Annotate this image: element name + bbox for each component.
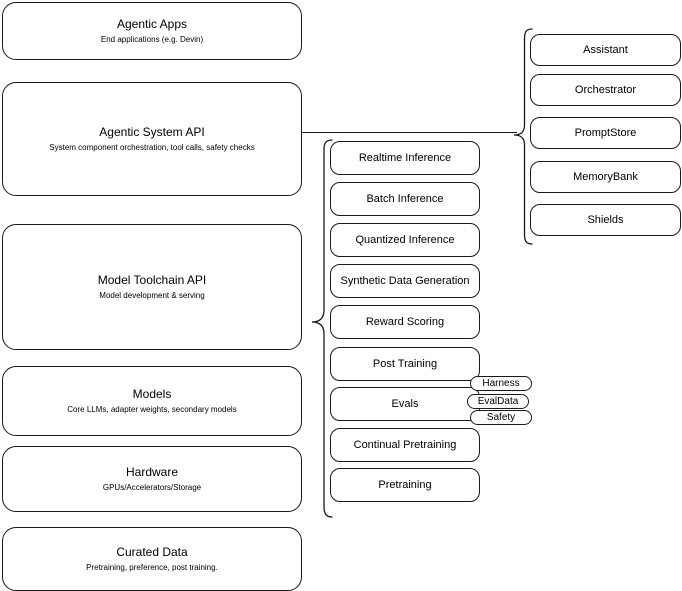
toolchain-item-label: Realtime Inference [358,152,452,164]
toolchain-item-synthetic-data-generation[interactable]: Synthetic Data Generation [330,264,480,298]
system-item-label: Shields [587,214,624,226]
brace-system-group [512,27,534,247]
system-item-label: Orchestrator [574,84,637,96]
stack-box-title: Curated Data [116,545,188,559]
toolchain-item-pretraining[interactable]: Pretraining [330,468,480,502]
stack-box-title: Model Toolchain API [97,273,207,287]
stack-box-agentic-system-api[interactable]: Agentic System API System component orch… [2,82,302,196]
system-item-label: PromptStore [574,127,637,139]
stack-box-model-toolchain-api[interactable]: Model Toolchain API Model development & … [2,224,302,350]
system-item-shields[interactable]: Shields [530,204,681,236]
toolchain-item-evals[interactable]: Evals [330,387,480,421]
stack-box-hardware[interactable]: Hardware GPUs/Accelerators/Storage [2,446,302,512]
stack-box-agentic-apps[interactable]: Agentic Apps End applications (e.g. Devi… [2,2,302,60]
eval-badge-safety[interactable]: Safety [470,410,532,425]
stack-box-title: Agentic System API [99,125,205,139]
toolchain-item-batch-inference[interactable]: Batch Inference [330,182,480,216]
eval-badge-label: EvalData [477,395,519,407]
stack-box-title: Hardware [125,465,179,479]
stack-box-subtitle: End applications (e.g. Devin) [100,35,204,44]
system-item-orchestrator[interactable]: Orchestrator [530,74,681,106]
eval-badge-label: Safety [486,411,516,423]
system-item-label: Assistant [583,44,628,56]
system-item-promptstore[interactable]: PromptStore [530,117,681,149]
toolchain-item-realtime-inference[interactable]: Realtime Inference [330,141,480,175]
system-item-assistant[interactable]: Assistant [530,34,681,66]
eval-badge-label: Harness [482,377,520,389]
toolchain-item-label: Synthetic Data Generation [340,275,470,287]
toolchain-item-label: Quantized Inference [355,234,455,246]
toolchain-item-reward-scoring[interactable]: Reward Scoring [330,305,480,339]
stack-box-subtitle: Model development & serving [99,291,205,300]
stack-box-subtitle: Core LLMs, adapter weights, secondary mo… [67,405,237,414]
eval-badge-evaldata[interactable]: EvalData [467,394,529,409]
toolchain-item-label: Post Training [372,358,438,370]
stack-box-models[interactable]: Models Core LLMs, adapter weights, secon… [2,366,302,436]
toolchain-item-post-training[interactable]: Post Training [330,347,480,381]
toolchain-item-quantized-inference[interactable]: Quantized Inference [330,223,480,257]
brace-toolchain-group [310,138,334,520]
system-item-memorybank[interactable]: MemoryBank [530,161,681,193]
stack-box-title: Agentic Apps [116,17,188,31]
toolchain-item-label: Reward Scoring [365,316,445,328]
toolchain-item-label: Continual Pretraining [353,439,457,451]
toolchain-item-continual-pretraining[interactable]: Continual Pretraining [330,428,480,462]
stack-box-subtitle: Pretraining, preference, post training. [86,563,218,572]
eval-badge-harness[interactable]: Harness [470,376,532,391]
toolchain-item-label: Pretraining [378,479,432,491]
stack-box-subtitle: System component orchestration, tool cal… [49,143,255,152]
system-item-label: MemoryBank [573,171,638,183]
stack-box-subtitle: GPUs/Accelerators/Storage [102,483,202,492]
stack-box-curated-data[interactable]: Curated Data Pretraining, preference, po… [2,527,302,591]
toolchain-item-label: Evals [391,398,419,410]
stack-box-title: Models [132,387,172,401]
toolchain-item-label: Batch Inference [366,193,444,205]
connector-line-system-api [302,132,517,133]
